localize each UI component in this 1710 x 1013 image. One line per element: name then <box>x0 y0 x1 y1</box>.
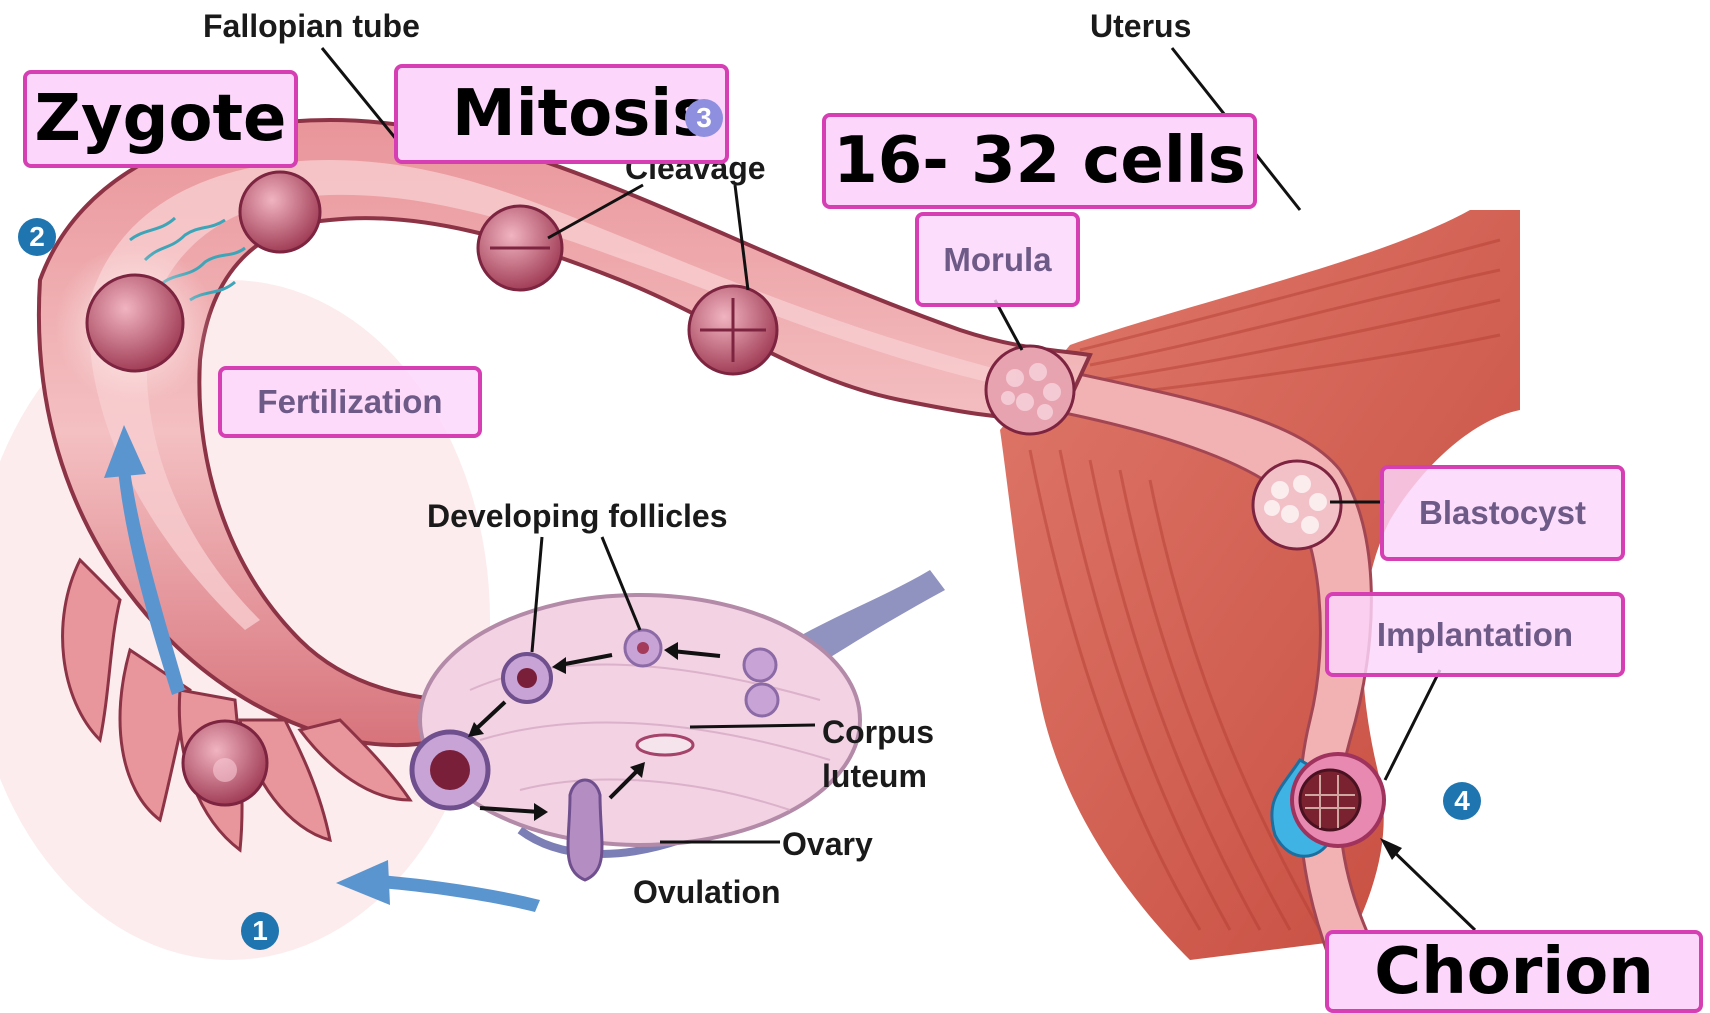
label-ovulation: Ovulation <box>633 876 781 908</box>
label-ovary: Ovary <box>782 828 873 860</box>
zygote-box: Zygote <box>23 70 298 168</box>
ovulation-rupture <box>568 780 602 880</box>
label-uterus: Uterus <box>1090 10 1191 42</box>
label-corpus-luteum-line1: Corpus <box>822 716 934 748</box>
step-badge-3: 3 <box>685 99 723 137</box>
step-badge-4: 4 <box>1443 782 1481 820</box>
step-badge-2: 2 <box>18 218 56 256</box>
egg-fertilized <box>87 275 183 371</box>
step-badge-1: 1 <box>241 912 279 950</box>
uterus-muscle <box>1000 210 1520 960</box>
morula-cell <box>986 346 1074 434</box>
mitosis-box: Mitosis <box>394 64 729 164</box>
fertilization-box: Fertilization <box>218 366 482 438</box>
zygote-cell <box>240 172 320 252</box>
blastocyst-box: Blastocyst <box>1380 465 1625 561</box>
label-fallopian-tube: Fallopian tube <box>203 10 420 42</box>
cells-count-box: 16- 32 cells <box>822 113 1257 209</box>
label-corpus-luteum-line2: luteum <box>822 760 927 792</box>
implantation-box: Implantation <box>1325 592 1625 677</box>
morula-box: Morula <box>915 212 1080 307</box>
chorion-box: Chorion <box>1325 930 1703 1013</box>
label-developing-follicles: Developing follicles <box>427 500 728 532</box>
